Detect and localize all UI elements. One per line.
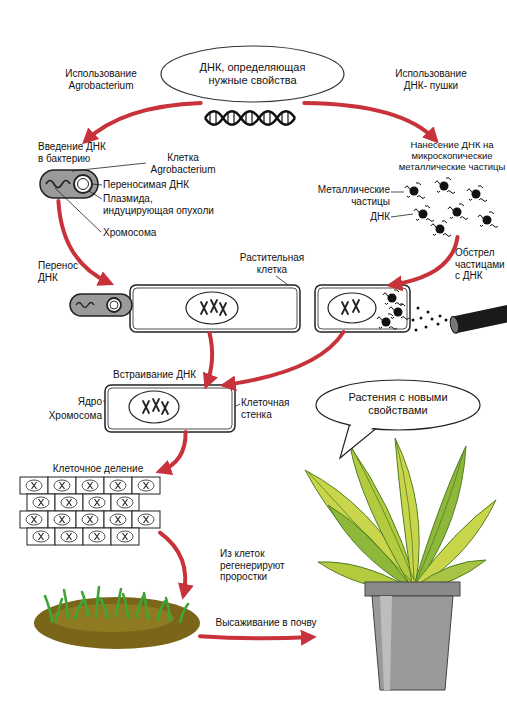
plant-cell bbox=[315, 285, 410, 332]
part-label: Плазмида, индуцирующая опухоли bbox=[103, 193, 215, 216]
node-text: Встраивание ДНК bbox=[113, 369, 208, 381]
node-text: ДНК, определяющая нужные свойства bbox=[192, 61, 313, 86]
stage-node: Из клеток регенерируют проростки bbox=[35, 595, 200, 650]
node-text: Клеточное деление bbox=[38, 463, 158, 475]
node-text: Обстрел частицами с ДНК bbox=[455, 247, 507, 282]
part-label: Растительная клетка bbox=[236, 252, 308, 275]
flow-arrow bbox=[160, 533, 185, 595]
stage-node: Обстрел частицами с ДНК bbox=[315, 285, 410, 332]
part-label: Металлические частицы bbox=[314, 184, 390, 207]
flow-arrow bbox=[304, 103, 435, 140]
metal-particles bbox=[405, 178, 498, 237]
node-text: Введение ДНК в бактерию bbox=[38, 141, 112, 164]
part-label: Хромосома bbox=[44, 410, 102, 422]
flow-arrow bbox=[86, 103, 201, 141]
node-text: Нанесение ДНК на микроскопические металл… bbox=[397, 140, 507, 173]
stage-node: Нанесение ДНК на микроскопические металл… bbox=[397, 140, 507, 237]
cell-grid bbox=[20, 477, 160, 545]
stage-node: Перенос ДНК bbox=[68, 283, 300, 333]
part-label: ДНК bbox=[355, 211, 390, 223]
stage-node: Встраивание ДНК bbox=[105, 385, 235, 432]
part-label: Хромосома bbox=[103, 227, 173, 239]
part-label: Переносимая ДНК bbox=[103, 179, 203, 191]
flow-arrow bbox=[160, 432, 186, 471]
flow-arrow bbox=[391, 237, 458, 285]
flow-arrow bbox=[200, 636, 312, 638]
plant-node: Растения с новыми свойствами bbox=[312, 378, 484, 692]
edge-label: Использование Agrobacterium bbox=[60, 68, 142, 91]
edge-label: Использование ДНК- пушки bbox=[390, 68, 472, 91]
plant-cell bbox=[70, 285, 300, 332]
bubble-ellipse bbox=[316, 380, 480, 430]
bacterium bbox=[40, 170, 98, 198]
leader-lines bbox=[55, 163, 413, 416]
stage-node: Введение ДНК в бактерию bbox=[38, 141, 106, 201]
part-label: Клеточная стенка bbox=[241, 397, 301, 420]
stage-node: Клеточное деление bbox=[20, 463, 160, 545]
potted-plant bbox=[305, 438, 496, 690]
bubble-seam bbox=[343, 422, 375, 452]
node-text: Растения с новыми свойствами bbox=[330, 391, 466, 416]
edge-label: Высаживание в почву bbox=[210, 617, 322, 629]
ellipse-node: ДНК, определяющая нужные свойства bbox=[160, 45, 345, 103]
flow-arrow bbox=[225, 332, 344, 385]
node-text: Перенос ДНК bbox=[38, 260, 80, 283]
part-label: Ядро bbox=[62, 396, 102, 408]
flow-arrow bbox=[206, 333, 212, 385]
dna-gun bbox=[412, 304, 507, 334]
node-text: Из клеток регенерируют проростки bbox=[220, 548, 294, 583]
plant-cell bbox=[105, 385, 235, 432]
part-label: Клетка Agrobacterium bbox=[146, 152, 220, 175]
ellipse-shape bbox=[161, 46, 344, 102]
seedlings bbox=[34, 587, 200, 649]
dna-helix bbox=[205, 111, 295, 125]
